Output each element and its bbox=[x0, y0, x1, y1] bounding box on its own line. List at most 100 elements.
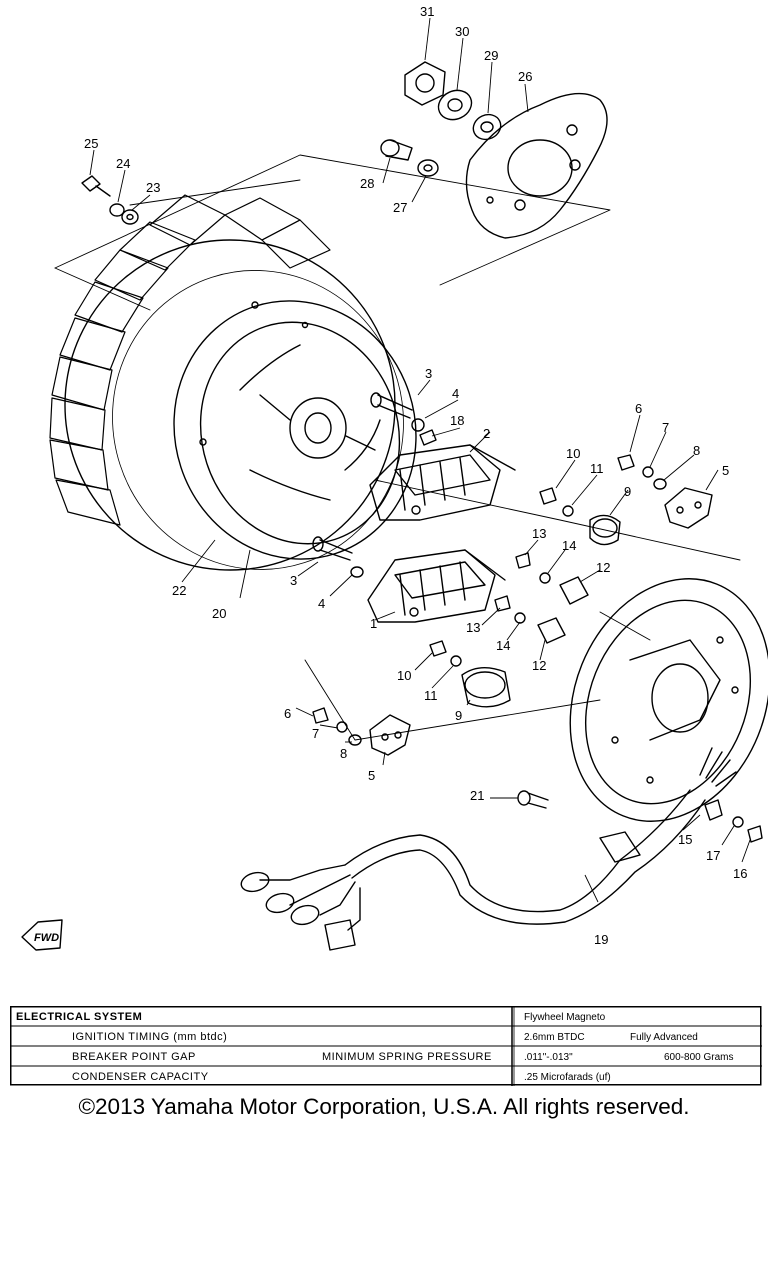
washer-17 bbox=[732, 816, 744, 828]
fwd-arrow bbox=[21, 919, 63, 951]
washer-8-upper bbox=[653, 478, 667, 490]
plate-26 bbox=[465, 92, 608, 239]
breaker-point-5-lower bbox=[369, 714, 411, 756]
washer-11-upper bbox=[562, 505, 574, 517]
callout-28: 28 bbox=[360, 176, 374, 191]
row-breaker-gap-label: BREAKER POINT GAP bbox=[72, 1051, 196, 1063]
callout-7-upper: 7 bbox=[662, 420, 669, 435]
cooling-fins bbox=[49, 194, 331, 526]
callout-10-lower: 10 bbox=[397, 668, 411, 683]
callout-2: 2 bbox=[483, 426, 490, 441]
callout-31: 31 bbox=[420, 4, 434, 19]
row-breaker-gap-sublabel: MINIMUM SPRING PRESSURE bbox=[322, 1051, 492, 1063]
coil-2 bbox=[369, 444, 516, 521]
callout-12-upper: 12 bbox=[596, 560, 610, 575]
row-ignition-timing-value: 2.6mm BTDC bbox=[524, 1032, 585, 1043]
callout-27: 27 bbox=[393, 200, 407, 215]
screw-6-upper bbox=[617, 454, 635, 471]
callout-29: 29 bbox=[484, 48, 498, 63]
callout-4-lower: 4 bbox=[318, 596, 325, 611]
washer-4-upper bbox=[411, 418, 425, 432]
callout-16: 16 bbox=[733, 866, 747, 881]
row-condenser-label: CONDENSER CAPACITY bbox=[72, 1071, 209, 1083]
row-breaker-gap-value2: 600-800 Grams bbox=[664, 1052, 733, 1063]
screw-13-lower bbox=[494, 595, 511, 612]
callout-4-upper: 4 bbox=[452, 386, 459, 401]
washer-14-upper bbox=[539, 572, 551, 584]
callout-6-lower: 6 bbox=[284, 706, 291, 721]
callout-3-lower: 3 bbox=[290, 573, 297, 588]
coil-1 bbox=[367, 549, 506, 623]
breaker-point-5-upper bbox=[664, 487, 713, 529]
washer-11-lower bbox=[450, 655, 462, 667]
table-header: ELECTRICAL SYSTEM bbox=[16, 1011, 142, 1023]
copyright-notice: ©2013 Yamaha Motor Corporation, U.S.A. A… bbox=[78, 1094, 690, 1119]
washer-7-upper bbox=[642, 466, 654, 478]
callout-20: 20 bbox=[212, 606, 226, 621]
callout-14-lower: 14 bbox=[496, 638, 510, 653]
fwd-label: FWD bbox=[34, 932, 59, 944]
screw-13-upper bbox=[515, 552, 531, 569]
screw-10-upper bbox=[539, 487, 557, 505]
callout-5-upper: 5 bbox=[722, 463, 729, 478]
screw-16 bbox=[747, 825, 763, 843]
condenser-9-upper bbox=[589, 514, 621, 546]
clip-18 bbox=[419, 429, 437, 446]
screw-10-lower bbox=[429, 640, 447, 657]
callout-24: 24 bbox=[116, 156, 130, 171]
callout-23: 23 bbox=[146, 180, 160, 195]
row-breaker-gap-value: .011"-.013" bbox=[524, 1052, 573, 1063]
callout-11-lower: 11 bbox=[424, 688, 438, 703]
washer-27 bbox=[417, 159, 439, 177]
callout-7-lower: 7 bbox=[312, 726, 319, 741]
screw-3-lower bbox=[312, 536, 353, 561]
row-ignition-timing-value2: Fully Advanced bbox=[630, 1032, 698, 1043]
exploded-parts-diagram: 31 30 29 26 25 24 23 28 27 3 4 18 2 10 1… bbox=[21, 4, 768, 951]
callout-9-upper: 9 bbox=[624, 484, 631, 499]
condenser-9-lower bbox=[461, 667, 511, 708]
screw-21 bbox=[517, 790, 549, 809]
callout-13-lower: 13 bbox=[466, 620, 480, 635]
callout-1: 1 bbox=[370, 616, 377, 631]
callout-19: 19 bbox=[594, 932, 608, 947]
washer-7-lower bbox=[336, 721, 348, 733]
row-ignition-timing-label: IGNITION TIMING (mm btdc) bbox=[72, 1031, 227, 1043]
clamp-12-lower bbox=[537, 617, 566, 644]
callout-22: 22 bbox=[172, 583, 186, 598]
callout-5-lower: 5 bbox=[368, 768, 375, 783]
screw-3-upper bbox=[370, 392, 413, 419]
callout-17: 17 bbox=[706, 848, 720, 863]
washer-14-lower bbox=[514, 612, 526, 624]
washer-23 bbox=[121, 209, 139, 225]
callout-6-upper: 6 bbox=[635, 401, 642, 416]
electrical-spec-table: ELECTRICAL SYSTEM Flywheel Magneto IGNIT… bbox=[10, 1006, 762, 1086]
table-header-value: Flywheel Magneto bbox=[524, 1012, 606, 1023]
callout-3-upper: 3 bbox=[425, 366, 432, 381]
clamp-12-upper bbox=[559, 576, 589, 605]
row-condenser-value: .25 Microfarads (uf) bbox=[524, 1072, 611, 1083]
stator-base-plate bbox=[569, 578, 768, 822]
callout-14-upper: 14 bbox=[562, 538, 576, 553]
callout-15: 15 bbox=[678, 832, 692, 847]
callout-13-upper: 13 bbox=[532, 526, 546, 541]
callout-8-upper: 8 bbox=[693, 443, 700, 458]
bolt-25 bbox=[81, 175, 111, 197]
callout-18: 18 bbox=[450, 413, 464, 428]
callout-30: 30 bbox=[455, 24, 469, 39]
callout-25: 25 bbox=[84, 136, 98, 151]
washer-4-lower bbox=[350, 566, 364, 578]
clip-15 bbox=[704, 799, 723, 821]
callout-9-lower: 9 bbox=[455, 708, 462, 723]
callout-12-lower: 12 bbox=[532, 658, 546, 673]
washer-8-lower bbox=[348, 734, 362, 746]
callout-8-lower: 8 bbox=[340, 746, 347, 761]
assembly-guide-lines bbox=[54, 154, 741, 741]
washer-24 bbox=[109, 203, 125, 217]
callout-labels: 31 30 29 26 25 24 23 28 27 3 4 18 2 10 1… bbox=[34, 4, 747, 947]
callout-21: 21 bbox=[470, 788, 484, 803]
callout-10-upper: 10 bbox=[566, 446, 580, 461]
leader-lines bbox=[89, 17, 751, 903]
washer-30 bbox=[437, 89, 473, 121]
callout-11-upper: 11 bbox=[590, 461, 604, 476]
nut-31 bbox=[404, 61, 446, 106]
